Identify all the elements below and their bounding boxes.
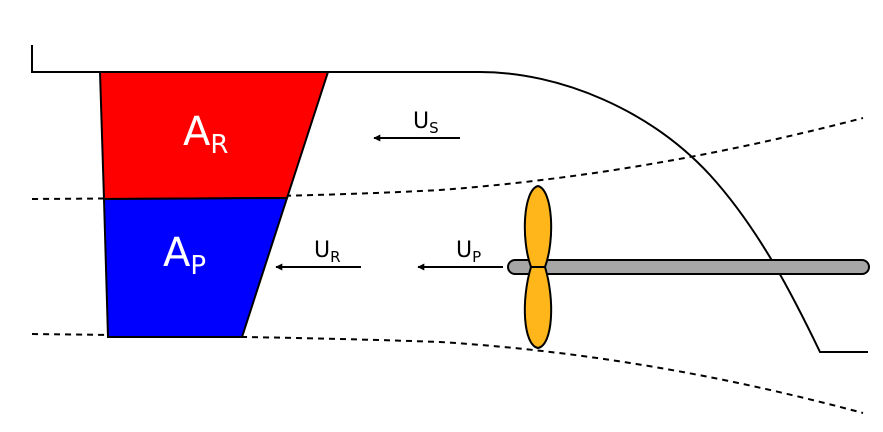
label-velocity-rudder: UR: [314, 238, 341, 266]
label-area-propeller-sub: P: [190, 251, 206, 281]
label-velocity-ship-main: U: [413, 109, 429, 134]
propeller-shaft: [507, 259, 870, 275]
propeller-blade-upper: [523, 184, 553, 268]
label-area-propeller: AP: [163, 230, 206, 281]
propeller-blade-lower: [523, 266, 553, 350]
label-velocity-ship-sub: S: [429, 119, 439, 137]
label-velocity-propeller-main: U: [456, 238, 472, 263]
slipstream-boundary-lower: [31, 333, 864, 414]
label-velocity-propeller-sub: P: [472, 248, 481, 266]
label-velocity-rudder-main: U: [314, 238, 330, 263]
slipstream-boundary-upper: [31, 117, 864, 200]
label-velocity-ship: US: [413, 109, 439, 137]
label-area-rudder-sub: R: [210, 130, 228, 160]
label-velocity-rudder-sub: R: [330, 248, 340, 266]
label-area-rudder: AR: [183, 109, 228, 160]
label-velocity-propeller: UP: [456, 238, 481, 266]
label-area-propeller-main: A: [163, 230, 191, 276]
hull-outline: [31, 45, 868, 353]
label-area-rudder-main: A: [183, 109, 211, 155]
rudder-area-lower: [102, 196, 289, 338]
